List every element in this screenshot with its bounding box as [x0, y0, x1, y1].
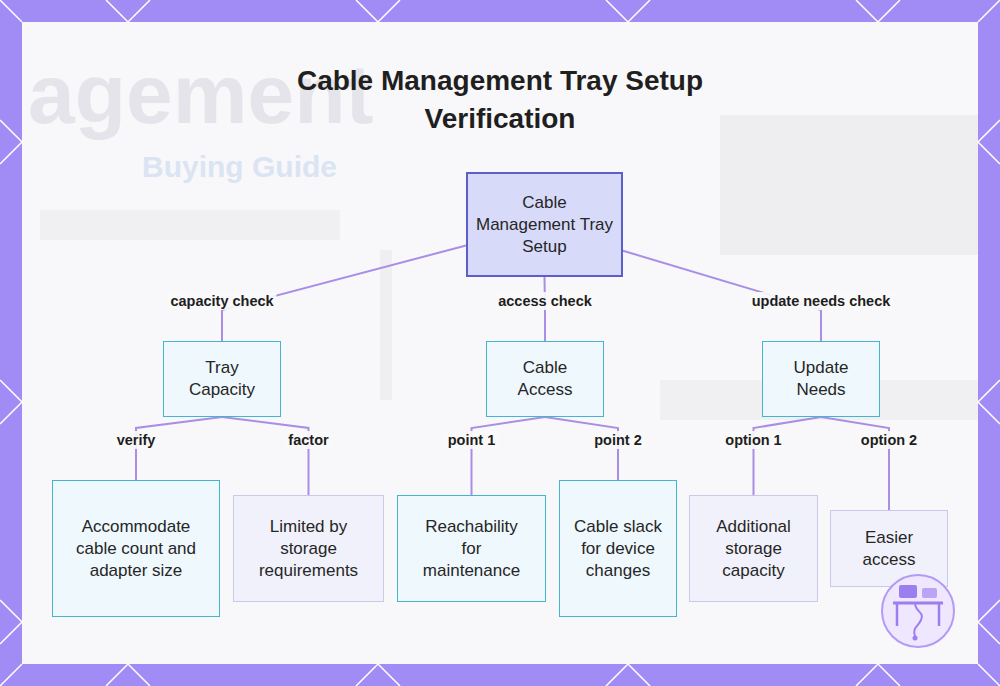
edge-label: factor	[285, 431, 331, 449]
node-label: Easier access	[843, 527, 935, 571]
category-box: Reachability for maintenance	[397, 495, 546, 602]
root-box: Cable Management Tray Setup	[466, 172, 623, 277]
watermark-text: Buying Guide	[142, 150, 337, 184]
node-label: Reachability for maintenance	[422, 516, 521, 582]
blurred-monitor	[720, 115, 978, 255]
connector-line	[754, 417, 822, 495]
edge-label: option 2	[858, 431, 920, 449]
node-label: Cable Management Tray Setup	[476, 192, 613, 258]
category-box: Cable Access	[486, 341, 604, 417]
connector-line	[472, 417, 546, 495]
edge-label: point 1	[445, 431, 499, 449]
logo-plug	[913, 636, 918, 641]
diagram-title: Cable Management Tray Setup Verification	[255, 62, 745, 138]
category-box: Accommodate cable count and adapter size	[52, 480, 220, 617]
logo-desk	[893, 602, 943, 605]
logo-monitor	[899, 585, 917, 598]
detail-box: Easier access	[830, 510, 948, 587]
node-label: Additional storage capacity	[702, 516, 805, 582]
logo-desk-leg	[938, 603, 941, 626]
detail-box: Additional storage capacity	[689, 495, 818, 602]
blurred-desk	[40, 210, 340, 240]
logo-monitor	[922, 588, 937, 598]
node-label: Accommodate cable count and adapter size	[75, 516, 197, 582]
category-box: Cable slack for device changes	[559, 480, 677, 617]
edge-label: update needs check	[749, 292, 894, 310]
content-panel	[22, 22, 978, 664]
node-label: Update Needs	[775, 357, 867, 401]
node-label: Tray Capacity	[174, 357, 270, 401]
category-box: Update Needs	[762, 341, 880, 417]
edge-label: verify	[114, 431, 159, 449]
blurred-lamp	[380, 250, 392, 400]
logo-desk-leg	[896, 603, 899, 626]
node-label: Cable slack for device changes	[572, 516, 664, 582]
connector-line	[222, 417, 309, 495]
node-label: Limited by storage requirements	[254, 516, 363, 582]
edge-label: capacity check	[167, 292, 276, 310]
edge-label: option 1	[722, 431, 784, 449]
edge-label: point 2	[591, 431, 645, 449]
logo-cable	[914, 603, 922, 636]
category-box: Tray Capacity	[163, 341, 281, 417]
detail-box: Limited by storage requirements	[233, 495, 384, 602]
edge-label: access check	[495, 292, 595, 310]
logo-circle	[882, 575, 954, 647]
node-label: Cable Access	[499, 357, 591, 401]
